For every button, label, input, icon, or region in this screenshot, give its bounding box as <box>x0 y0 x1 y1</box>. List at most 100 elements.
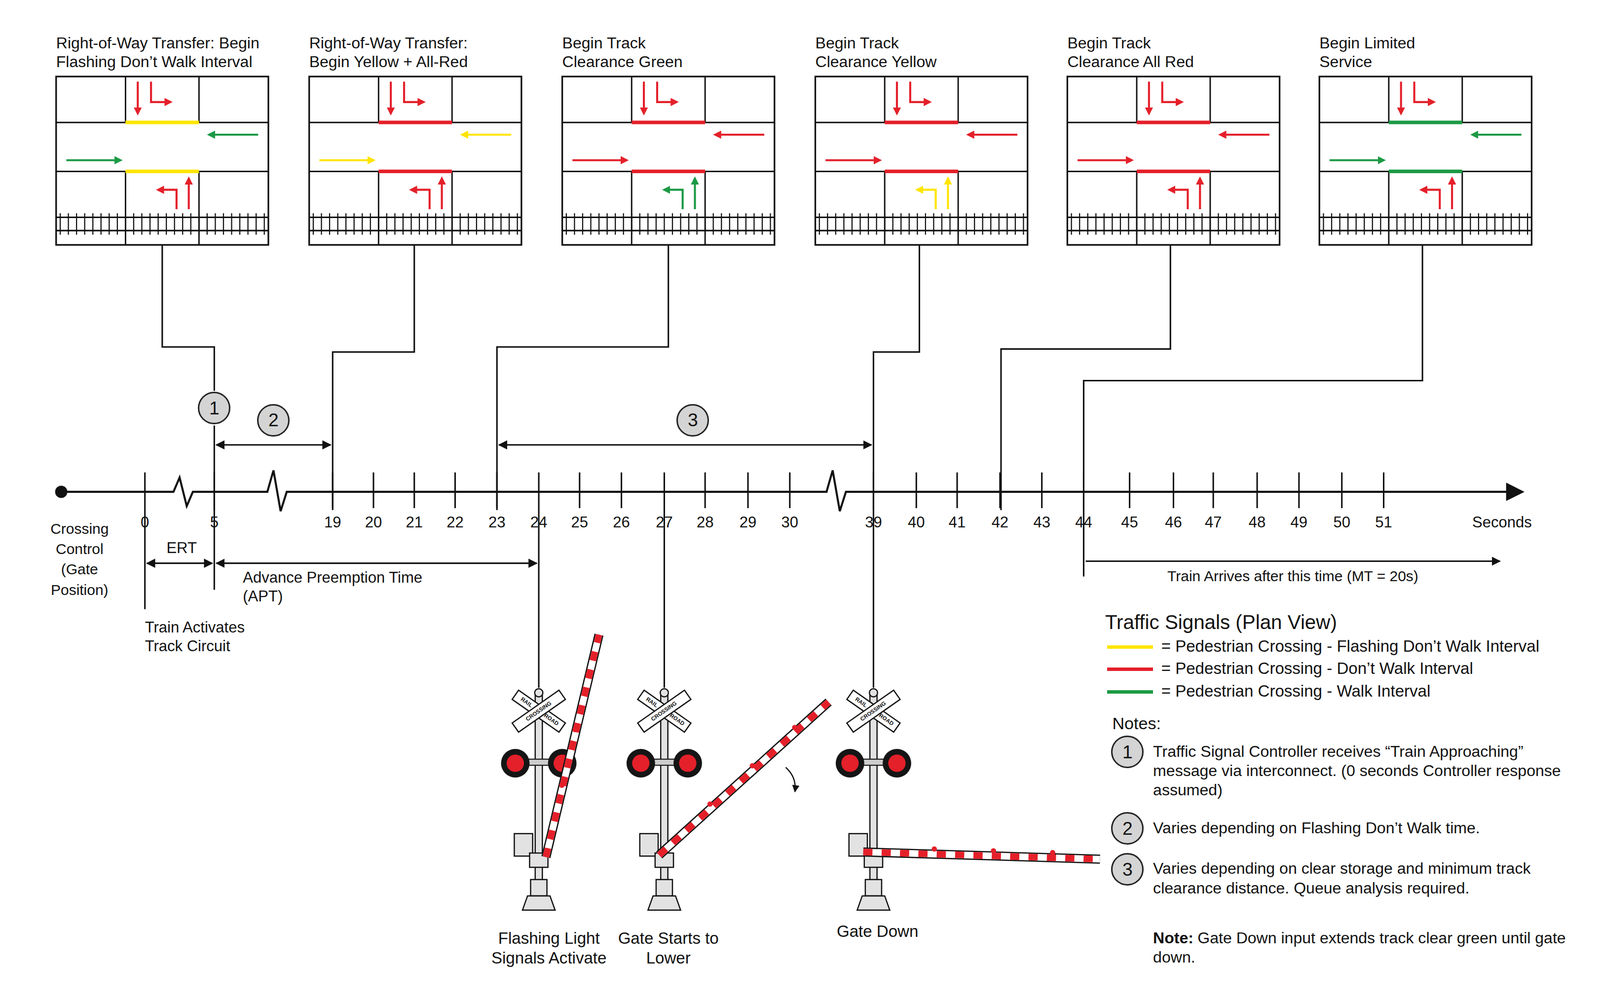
rail-tie <box>1339 213 1340 235</box>
signal-base <box>530 879 547 896</box>
tick-label: 23 <box>488 513 506 532</box>
curb-line <box>1462 121 1532 124</box>
tick-mark <box>620 472 623 509</box>
rail-tie <box>1209 213 1211 235</box>
rail-tie <box>1453 213 1455 235</box>
intersection-panel: Begin Track Clearance Green <box>562 76 775 245</box>
rail-tie <box>190 213 192 235</box>
rail-tie <box>1144 213 1146 235</box>
rail-tie <box>149 213 151 235</box>
crosswalk <box>125 120 199 125</box>
tick-mark <box>872 472 875 509</box>
rail-tie <box>1494 213 1496 235</box>
tick-mark <box>454 472 456 509</box>
rail-tie <box>1111 213 1113 235</box>
rail-tie <box>100 213 102 235</box>
curb-line <box>815 121 886 124</box>
signal-arrow <box>210 133 259 136</box>
rail-tie <box>377 213 379 235</box>
tick-label: 41 <box>948 513 967 532</box>
tick-label: 51 <box>1375 513 1393 532</box>
flashing-light <box>835 748 865 778</box>
callout-number: 3 <box>1111 853 1144 886</box>
rail-tie <box>1177 213 1179 235</box>
rail-tie <box>402 213 404 235</box>
rail-tie <box>598 213 600 235</box>
curb-line <box>124 76 127 123</box>
dimension-arrow <box>1085 560 1501 562</box>
signal-arrow <box>440 179 443 210</box>
rail-tie <box>753 213 755 235</box>
intersection-outline <box>309 76 522 245</box>
rail-tie <box>67 213 69 235</box>
rail-tie <box>1217 213 1219 235</box>
rail-tie <box>1428 213 1430 235</box>
panel-heading: Begin Track Clearance All Red <box>1067 33 1216 72</box>
legend-swatch <box>1107 667 1154 671</box>
tick-mark <box>663 472 666 509</box>
intersection-outline <box>1067 76 1280 245</box>
tick-mark <box>496 472 498 509</box>
rail-tie <box>1347 213 1349 235</box>
rail-tie <box>696 213 698 235</box>
curb-line <box>56 121 126 124</box>
rail-tie <box>500 213 502 235</box>
flashing-light <box>626 748 656 778</box>
interval-label: Advance Preemption Time (APT) <box>242 568 427 606</box>
crossbuck <box>846 690 900 733</box>
crosswalk <box>378 169 452 174</box>
signal-arrow <box>910 81 929 102</box>
tick-mark <box>1382 472 1385 509</box>
signal-arrow <box>319 159 373 162</box>
rail-tie <box>1510 213 1512 235</box>
tick-mark <box>1256 472 1259 509</box>
rail-tie <box>59 213 61 235</box>
tick-label: 5 <box>210 513 219 532</box>
note-block: Note:Gate Down input extends track clear… <box>1153 928 1567 968</box>
tick-label: 44 <box>1075 513 1093 532</box>
rail-tie <box>925 213 927 235</box>
signal-arrow <box>150 81 170 102</box>
rail-tie <box>835 213 837 235</box>
tick-mark <box>213 472 216 509</box>
rail-tie <box>345 213 347 235</box>
rail-tie <box>1412 213 1414 235</box>
rail-tie <box>1250 213 1252 235</box>
rail-tie <box>769 213 771 235</box>
signal-caption: Gate Down <box>836 921 919 942</box>
event-label: Train Activates Track Circuit <box>145 618 273 656</box>
callout-number: 2 <box>1111 812 1144 845</box>
curb-line <box>958 121 1028 124</box>
curb-line <box>1461 76 1463 123</box>
rail-tie <box>843 213 845 235</box>
rail-tie <box>483 213 485 235</box>
rail-tie <box>1119 213 1121 235</box>
curb-line <box>198 121 269 124</box>
rail-tie <box>1201 213 1203 235</box>
curb-line <box>815 170 886 173</box>
flashing-light-lens <box>632 754 650 772</box>
curb-line <box>1319 121 1389 124</box>
rail-tie <box>1266 213 1268 235</box>
rail-tie <box>329 213 331 235</box>
tick-mark <box>746 472 749 509</box>
crosswalk <box>631 169 706 174</box>
crossbuck <box>846 690 900 733</box>
signal-base <box>656 879 673 896</box>
signal-arrow <box>136 81 139 112</box>
curb-line <box>451 170 522 173</box>
rail-tie <box>247 213 249 235</box>
rail-tie <box>875 213 877 235</box>
tick-mark <box>413 472 415 509</box>
curb-line <box>451 121 522 124</box>
tick-label: 25 <box>571 513 589 532</box>
rail-tie <box>443 213 445 235</box>
rail-tie <box>476 213 478 235</box>
signal-arrow <box>946 179 949 210</box>
rail <box>56 216 269 219</box>
tick-label: 48 <box>1248 513 1266 532</box>
rail <box>309 216 522 219</box>
gate-arm <box>659 702 829 856</box>
rail-tie <box>320 213 322 235</box>
signal-arrow <box>969 133 1018 136</box>
